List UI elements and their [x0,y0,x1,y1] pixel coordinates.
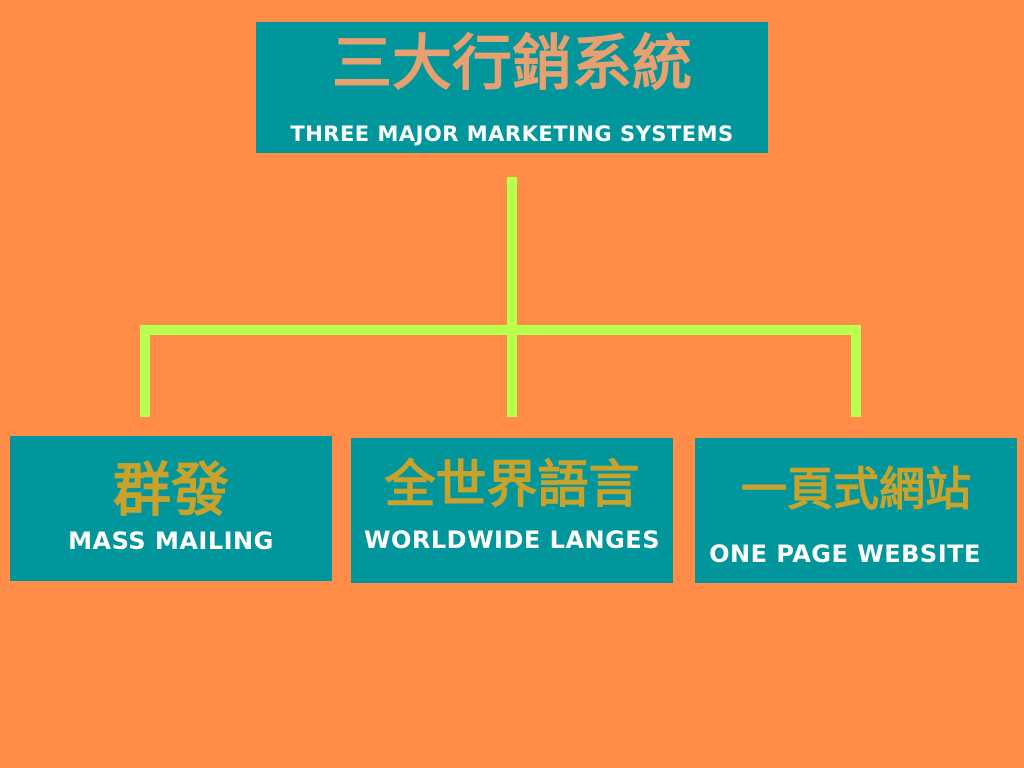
connector-drop-left [140,325,150,417]
node-worldwide-languages-en: WORLDWIDE LANGES [364,526,660,554]
connector-trunk [507,177,517,417]
node-one-page-website-en: ONE PAGE WEBSITE [709,540,981,568]
node-mass-mailing: 群發 MASS MAILING [10,436,332,581]
connector-horizontal-bar [140,325,861,335]
node-worldwide-languages: 全世界語言 WORLDWIDE LANGES [351,438,673,583]
root-title-en: THREE MAJOR MARKETING SYSTEMS [290,122,734,146]
node-one-page-website: 一頁式網站 ONE PAGE WEBSITE [695,438,1017,583]
node-one-page-website-zh: 一頁式網站 [741,462,971,516]
node-worldwide-languages-zh: 全世界語言 [384,456,640,515]
node-mass-mailing-en: MASS MAILING [68,527,274,555]
connector-drop-right [851,325,861,417]
root-title-zh: 三大行銷系統 [332,29,692,99]
root-node: 三大行銷系統 THREE MAJOR MARKETING SYSTEMS [256,22,768,153]
node-mass-mailing-zh: 群發 [112,456,229,524]
